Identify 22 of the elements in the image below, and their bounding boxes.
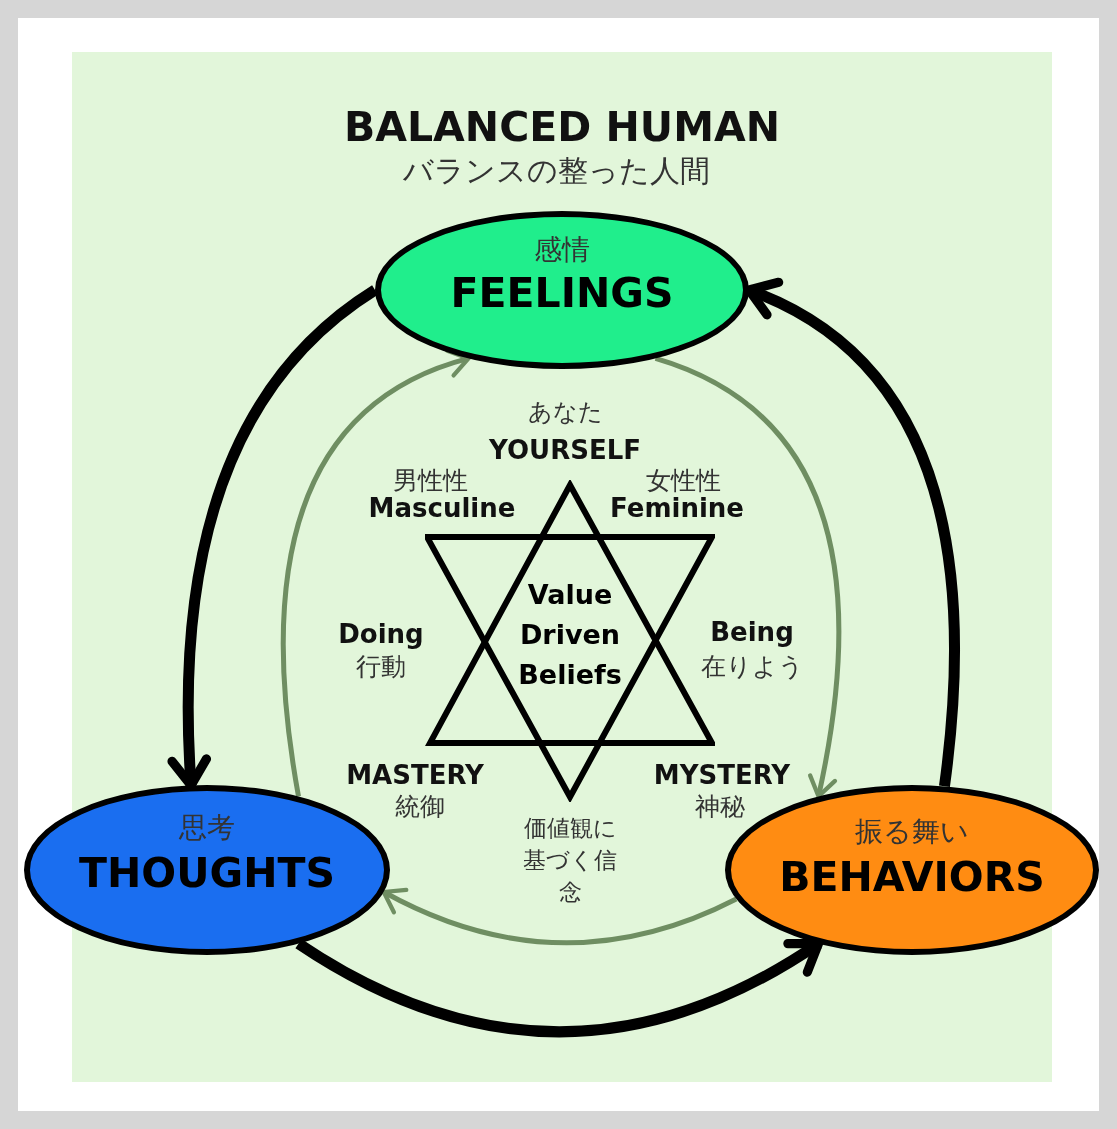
label-text: 統御 xyxy=(395,790,445,823)
node-title: FEELINGS xyxy=(449,269,675,317)
node-subtitle: 思考 xyxy=(178,810,236,846)
label-text: 価値観に基づく信念 xyxy=(522,814,618,907)
label-text: Being xyxy=(710,617,794,647)
arrow xyxy=(654,356,842,799)
label-text: 神秘 xyxy=(695,790,745,823)
node-title: Value Driven Beliefs xyxy=(517,578,623,692)
label-text: あなた xyxy=(527,397,603,428)
arrow xyxy=(295,937,824,1038)
node-title: BEHAVIORS xyxy=(778,853,1046,901)
label-text: YOURSELF xyxy=(489,435,641,465)
node-subtitle: 振る舞い xyxy=(854,814,970,850)
node-title: THOUGHTS xyxy=(78,849,336,897)
subtitle: バランスの整った人間 xyxy=(402,151,710,190)
node-subtitle: 感情 xyxy=(533,232,591,268)
label-text: 在りよう xyxy=(700,650,804,683)
label-text: Doing xyxy=(338,619,424,649)
title: BALANCED HUMAN xyxy=(344,103,780,151)
label-text: 行動 xyxy=(356,650,406,683)
label-text: MYSTERY xyxy=(653,760,791,790)
label-text: MASTERY xyxy=(346,760,484,790)
